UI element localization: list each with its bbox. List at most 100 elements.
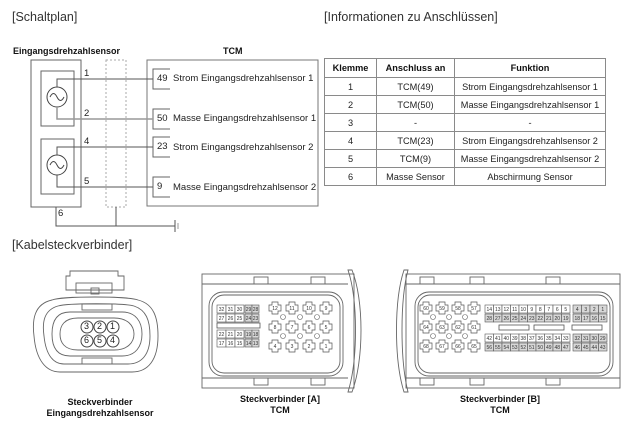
big-pin-cavity: [268, 301, 282, 315]
sensor-pin-1: [106, 320, 120, 334]
pin-number: 48: [554, 345, 560, 351]
sensor-connector-pins: [80, 320, 120, 348]
pin-number: 19: [563, 316, 569, 322]
pin-number: 2: [308, 344, 311, 350]
pin-number: 64: [423, 325, 429, 331]
big-pin-cavity: [451, 320, 465, 334]
pin-number: 11: [512, 307, 517, 313]
sine-icon: [49, 161, 65, 169]
pin-number: 11: [289, 306, 294, 312]
sensor-pin-label: 1: [110, 321, 116, 331]
pin-cavity: [251, 338, 260, 348]
pin-number: 18: [574, 316, 580, 322]
pin-number: 36: [537, 336, 543, 342]
pin-number: 15: [600, 316, 606, 322]
pin-number: 16: [228, 341, 234, 347]
big-pin-cavity: [302, 320, 316, 334]
shield-box: [105, 59, 127, 208]
wire-6: [55, 207, 175, 227]
cell-function: Masse Eingangsdrehzahlsensor 2: [454, 149, 606, 168]
pin-cavity: [561, 342, 571, 352]
pin-number: 21: [228, 332, 234, 338]
big-pin-cavity: [285, 301, 299, 315]
tcm-b-connector-caption: Steckverbinder [B] TCM: [438, 394, 562, 416]
pin-number: 20: [237, 332, 243, 338]
sensor-pin-label: 2: [97, 321, 103, 331]
sine-icon: [49, 93, 65, 101]
pin-number: 5: [325, 325, 328, 331]
info-section-title: [Informationen zu Anschlüssen]: [324, 10, 498, 24]
pin-number: 54: [503, 345, 509, 351]
pin-number: 1: [601, 307, 604, 313]
pin-number: 22: [537, 316, 543, 322]
pin-number: 23: [253, 316, 259, 322]
cell-function: -: [454, 113, 606, 132]
pin-number: 19: [246, 332, 252, 338]
big-pin-cavity: [319, 339, 333, 353]
sensor-connector-drawing: [32, 270, 159, 373]
caption-line: TCM: [490, 405, 510, 415]
pin-cavity: [561, 333, 571, 343]
tcm-connector-b-housing: [396, 269, 621, 393]
wire-number: 1: [84, 68, 90, 79]
pin-number: 35: [546, 336, 552, 342]
big-pin-cavity: [467, 339, 481, 353]
pin-number: 31: [228, 307, 234, 313]
guide-hole: [462, 314, 468, 320]
connector-key-slot: [571, 324, 603, 331]
big-pin-cavity: [268, 320, 282, 334]
cell-terminal: 5: [324, 149, 377, 168]
pin-number: 8: [274, 325, 277, 331]
cell-terminal: 1: [324, 77, 377, 96]
tcm-box: [146, 59, 319, 207]
pin-cavity: [598, 342, 608, 352]
pin-number: 43: [600, 345, 606, 351]
pin-cavity: [234, 313, 245, 323]
cell-connection: TCM(23): [376, 131, 455, 150]
big-pin-cavity: [302, 339, 316, 353]
pin-number: 23: [529, 316, 535, 322]
column-header: Klemme: [324, 58, 377, 78]
sensor-pin-6: [80, 334, 94, 348]
big-pin-cavity: [419, 301, 433, 315]
guide-hole: [446, 314, 452, 320]
wire-number: 2: [84, 108, 90, 119]
connector-section-title: [Kabelsteckverbinder]: [12, 238, 133, 252]
pin-number: 24: [246, 316, 252, 322]
big-pin-cavity: [302, 301, 316, 315]
pin-number: 17: [583, 316, 589, 322]
caption-line: Steckverbinder [B]: [459, 394, 541, 404]
pin-number: 12: [272, 306, 278, 312]
wire-2: [56, 107, 153, 120]
big-pin-cavity: [435, 339, 449, 353]
tcm-pin-function: Masse Eingangsdrehzahlsensor 2: [173, 182, 317, 193]
pin-number: 4: [274, 344, 277, 350]
sensor-pin-label: 3: [84, 321, 90, 331]
pin-number: 25: [237, 316, 243, 322]
sensor-pin-4: [106, 334, 120, 348]
pin-number: 45: [583, 345, 589, 351]
cell-connection: TCM(9): [376, 149, 455, 168]
pin-number: 24: [520, 316, 526, 322]
pin-number: 5: [564, 307, 567, 313]
caption-line: Eingangsdrehzahlsensor: [46, 408, 154, 418]
tcm-connector-a-housing: [201, 269, 362, 393]
pin-number: 42: [486, 336, 492, 342]
pin-number: 26: [503, 316, 509, 322]
pin-number: 26: [228, 316, 234, 322]
cell-connection: -: [376, 113, 455, 132]
cell-connection: TCM(49): [376, 77, 455, 96]
guide-hole: [297, 333, 303, 339]
wire-number: 4: [84, 136, 90, 147]
guide-hole: [314, 314, 320, 320]
guide-hole: [430, 314, 436, 320]
wire-5: [56, 175, 153, 188]
pin-number: 9: [325, 306, 328, 312]
pin-number: 22: [219, 332, 225, 338]
cell-connection: TCM(50): [376, 95, 455, 114]
pin-number: 44: [591, 345, 597, 351]
pin-number: 29: [600, 336, 606, 342]
